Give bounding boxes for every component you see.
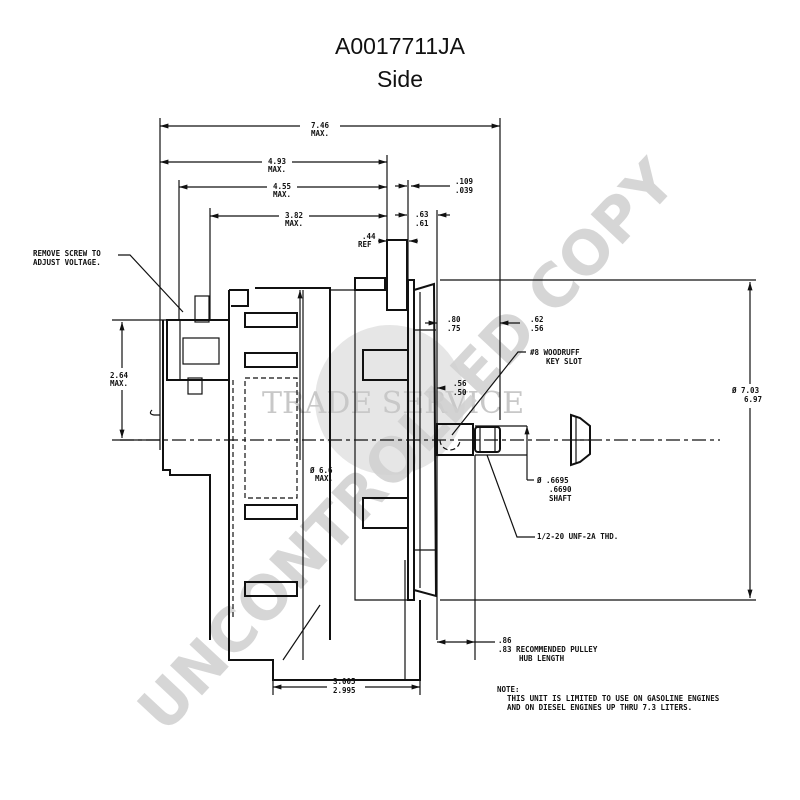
dimension-labels: 7.46 MAX. 4.93 MAX. 4.55 MAX. 3.82 MAX. … xyxy=(110,121,762,695)
dim-83-hub: .83 RECOMMENDED PULLEY xyxy=(498,645,598,654)
dim-7-46-max: MAX. xyxy=(311,129,329,138)
leader-lines xyxy=(118,254,535,538)
nut xyxy=(570,413,591,467)
watermark-logo-text: TRADE SERVICE xyxy=(262,386,524,421)
dim-62: .62 xyxy=(530,315,544,324)
callouts: REMOVE SCREW TO ADJUST VOLTAGE. #8 WOODR… xyxy=(33,249,618,541)
dim-75: .75 xyxy=(447,324,461,333)
dim-4-55: 4.55 xyxy=(273,182,291,191)
shaft xyxy=(436,423,501,456)
dim-44: .44 xyxy=(362,232,376,241)
dim-44-ref: REF xyxy=(358,240,372,249)
dim-039: .039 xyxy=(455,186,474,195)
dim-109: .109 xyxy=(455,177,474,186)
dim-2-64: 2.64 xyxy=(110,371,129,380)
pulley-fan xyxy=(407,279,438,601)
dim-pulley-dia-min: 6.97 xyxy=(744,395,762,404)
dim-shaft-dia-min: .6690 xyxy=(549,485,572,494)
callout-remove-screw: REMOVE SCREW TO xyxy=(33,249,101,258)
dim-hub-length: HUB LENGTH xyxy=(519,654,565,663)
dim-50: .50 xyxy=(453,388,467,397)
trade-service-logo xyxy=(315,325,465,475)
dim-2-64-max: MAX. xyxy=(110,379,128,388)
dim-shaft-label: SHAFT xyxy=(549,494,572,503)
dim-4-55-max: MAX. xyxy=(273,190,291,199)
dim-86: .86 xyxy=(498,636,512,645)
alternator-body xyxy=(149,239,421,681)
callout-woodruff: #8 WOODRUFF xyxy=(530,348,580,357)
view-label: Side xyxy=(376,66,424,92)
note: NOTE: THIS UNIT IS LIMITED TO USE ON GAS… xyxy=(497,685,720,712)
part-number-title: A0017711JA xyxy=(334,33,465,59)
dim-56: .56 xyxy=(530,324,544,333)
dim-7-46: 7.46 xyxy=(311,121,330,130)
dim-3-005: 3.005 xyxy=(333,677,356,686)
note-line-2: AND ON DIESEL ENGINES UP THRU 7.3 LITERS… xyxy=(507,703,692,712)
dim-2-995: 2.995 xyxy=(333,686,356,695)
dim-body-dia-max: MAX. xyxy=(315,474,333,483)
dim-4-93: 4.93 xyxy=(268,157,287,166)
dim-80: .80 xyxy=(447,315,461,324)
dim-3-82: 3.82 xyxy=(285,211,303,220)
dim-61: .61 xyxy=(415,219,429,228)
dim-3-82-max: MAX. xyxy=(285,219,303,228)
dim-body-dia: Ø 6.6 xyxy=(309,466,333,475)
callout-thread: 1/2-20 UNF-2A THD. xyxy=(537,532,618,541)
dimension-lines xyxy=(119,123,753,690)
callout-adjust-voltage: ADJUST VOLTAGE. xyxy=(33,258,101,267)
dim-4-93-max: MAX. xyxy=(268,165,286,174)
note-label: NOTE: xyxy=(497,685,520,694)
note-line-1: THIS UNIT IS LIMITED TO USE ON GASOLINE … xyxy=(507,694,720,703)
dim-63: .63 xyxy=(415,210,429,219)
callout-key-slot: KEY SLOT xyxy=(546,357,583,366)
dim-56-upper: .56 xyxy=(453,379,467,388)
dim-pulley-dia: Ø 7.03 xyxy=(731,386,760,395)
dim-shaft-dia: Ø .6695 xyxy=(536,476,569,485)
